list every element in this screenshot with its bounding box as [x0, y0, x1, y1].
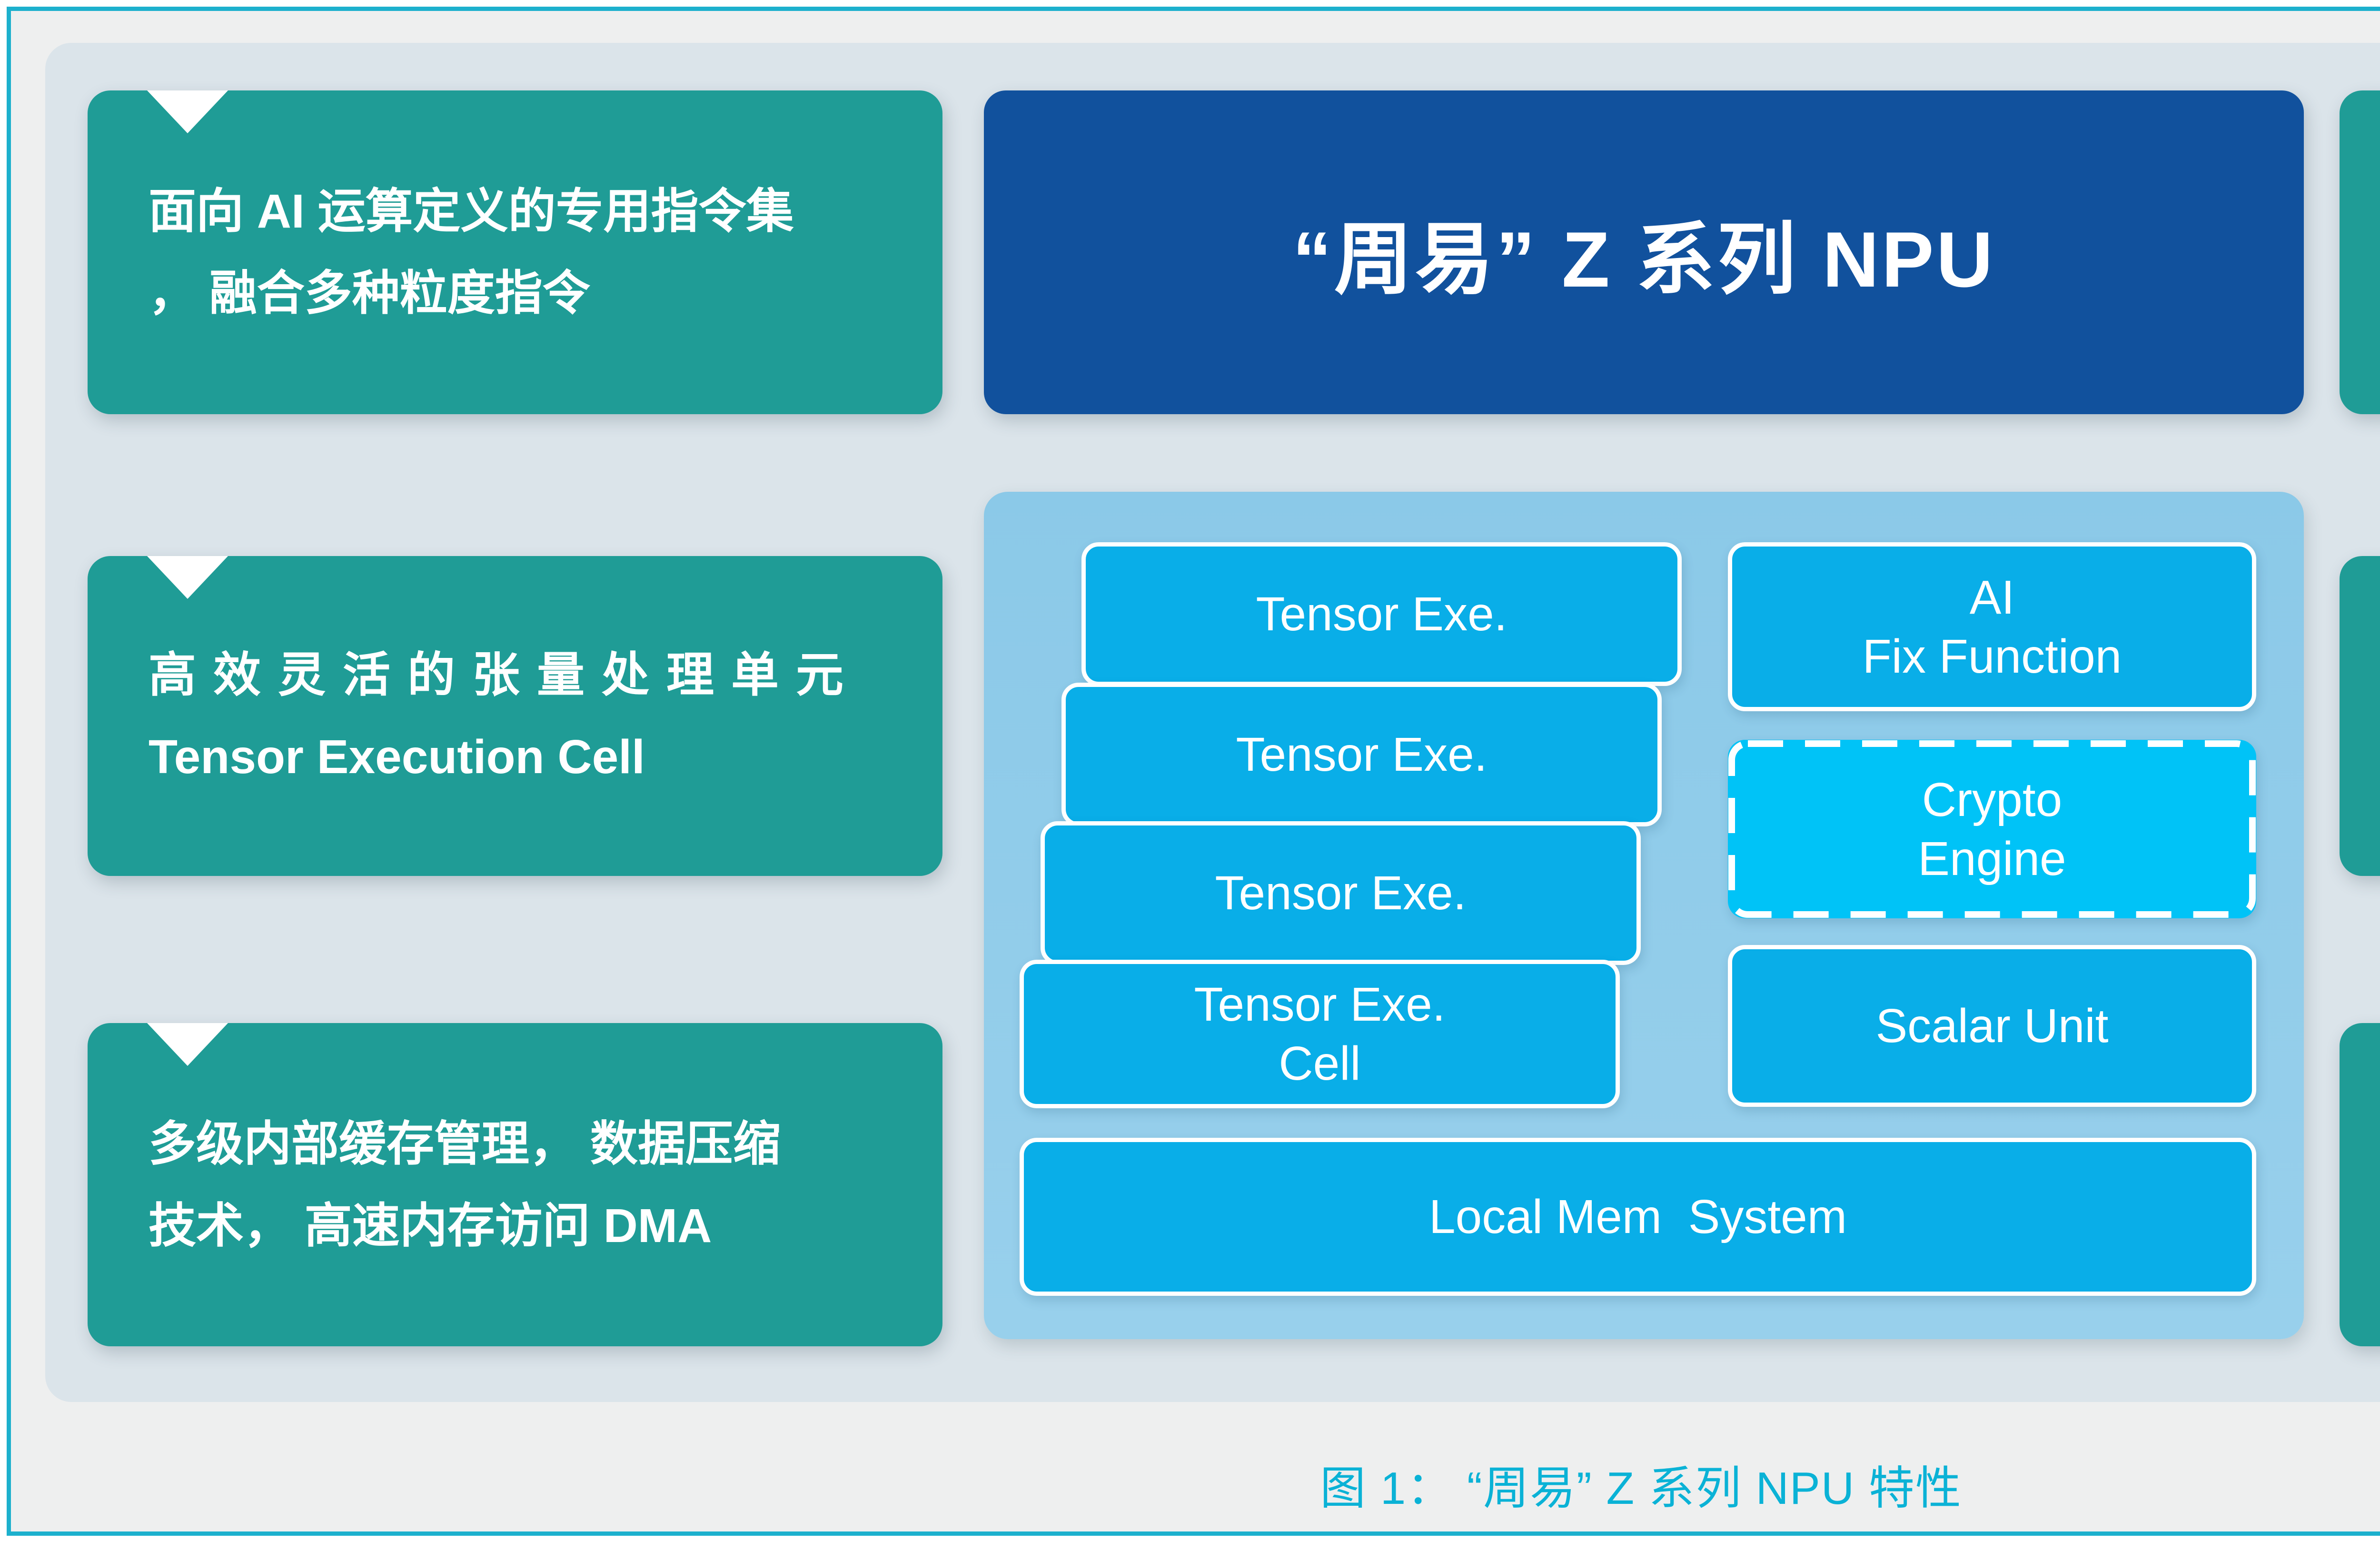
feature-card-tensor-cell: 高效灵活的张量处理单元 Tensor Execution Cell — [88, 556, 942, 876]
ai-fix-function-unit: AI Fix Function — [1728, 542, 2256, 711]
feature-card-text-line: ， 融合多种粒度指令 — [149, 267, 590, 320]
unit-label: Engine — [1918, 832, 2066, 885]
feature-card-hardware-accel: 高性能、 低功耗的专用硬件加 速 AI Fix Function — [2340, 90, 2380, 414]
card-notch-triangle — [147, 90, 228, 133]
figure-caption: 图 1： “周易” Z 系列 NPU 特性 — [1320, 1463, 1962, 1514]
tensor-exe-cell-unit: Tensor Exe. Cell — [1020, 960, 1620, 1108]
unit-label: Tensor Exe. — [1215, 866, 1467, 920]
scalar-unit: Scalar Unit — [1728, 945, 2256, 1107]
unit-label: Local Mem System — [1428, 1190, 1847, 1243]
npu-block-diagram-panel: Tensor Exe. Tensor Exe. Tensor Exe. Tens… — [984, 492, 2304, 1339]
unit-label: Tensor Exe. — [1256, 587, 1507, 641]
npu-title-text: “周易” Z 系列 NPU — [1292, 215, 1995, 303]
tensor-exe-unit-2: Tensor Exe. — [1061, 683, 1662, 826]
unit-label: Cell — [1279, 1037, 1361, 1090]
feature-card-text-line: 多级内部缓存管理， 数据压缩 — [149, 1117, 781, 1171]
unit-label: Tensor Exe. — [1236, 728, 1488, 781]
unit-label: Fix Function — [1862, 629, 2122, 683]
unit-label: Crypto — [1922, 773, 2063, 826]
card-notch-triangle — [147, 556, 228, 599]
local-mem-system-unit: Local Mem System — [1020, 1138, 2256, 1296]
feature-card-text-line: 面向 AI 运算定义的专用指令集 — [149, 185, 794, 238]
feature-card-text-line: Tensor Execution Cell — [149, 730, 645, 784]
unit-label: AI — [1969, 570, 2015, 624]
tensor-exe-unit-3: Tensor Exe. — [1041, 821, 1641, 965]
npu-title-box: “周易” Z 系列 NPU — [984, 90, 2304, 414]
crypto-engine-unit: Crypto Engine — [1728, 740, 2256, 918]
feature-card-memory-dma: 多级内部缓存管理， 数据压缩 技术， 高速内存访问 DMA — [88, 1023, 942, 1346]
feature-card-text-line: 技术， 高速内存访问 DMA — [149, 1199, 712, 1253]
feature-card-text-line: 高效灵活的张量处理单元 — [149, 648, 861, 702]
feature-card-ai-security: AI 安全扩展 有效保护用户信息 、 AI 算法 — [2340, 1023, 2380, 1346]
card-notch-triangle — [147, 1023, 228, 1066]
unit-label: Scalar Unit — [1875, 999, 2109, 1053]
feature-card-instruction-set: 面向 AI 运算定义的专用指令集 ， 融合多种粒度指令 — [88, 90, 942, 414]
dashed-border-shape — [1728, 740, 2256, 918]
feature-card-custom-instructions: 支持用户自定义指令扩展定制 差异化 AI 解决方案 — [2340, 556, 2380, 876]
unit-label: Tensor Exe. — [1194, 978, 1446, 1031]
tensor-exe-unit-1: Tensor Exe. — [1081, 542, 1682, 686]
